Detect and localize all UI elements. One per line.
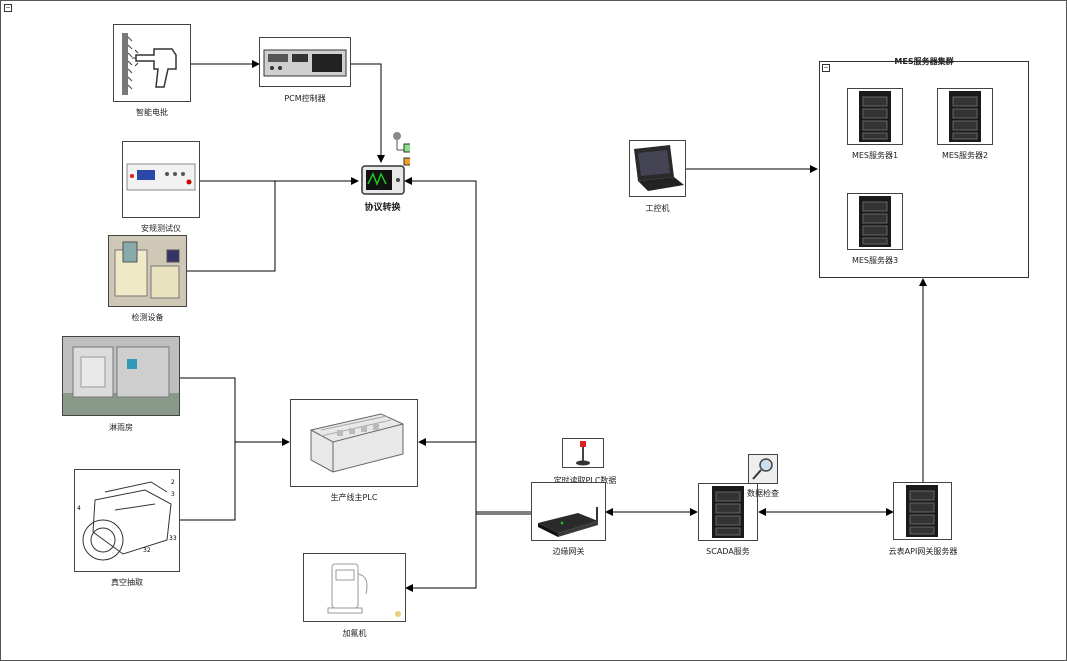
edge-rain-plc: [180, 377, 290, 446]
collapse-toggle[interactable]: −: [4, 4, 12, 12]
fluorine-node[interactable]: [303, 553, 406, 622]
pcm-node[interactable]: [259, 37, 351, 87]
plc-node[interactable]: [290, 399, 418, 487]
datacheck-label: 数据检查: [747, 489, 779, 498]
rain-label: 淋雨房: [109, 423, 133, 432]
svg-text:3: 3: [171, 491, 175, 498]
drill-node[interactable]: [113, 24, 191, 102]
svg-text:2: 2: [171, 479, 175, 486]
svg-text:33: 33: [169, 535, 177, 542]
edge-label: 边缘网关: [552, 547, 585, 556]
mes1-label: MES服务器1: [851, 151, 899, 160]
edge-detect-protocol: [187, 181, 276, 272]
vacuum-node[interactable]: 4 2 3 32 33: [74, 469, 180, 572]
mes3-node[interactable]: [847, 193, 903, 250]
indicator-green-icon: [403, 143, 414, 153]
scada-node[interactable]: [698, 483, 758, 541]
svg-text:4: 4: [77, 505, 81, 512]
datacheck-node[interactable]: [748, 454, 778, 484]
cloud-label: 云表API网关服务器: [888, 547, 958, 556]
drill-label: 智能电批: [136, 108, 168, 117]
edge-gateway-protocol: [404, 177, 531, 513]
rain-node[interactable]: [62, 336, 180, 416]
mes2-node[interactable]: [937, 88, 993, 145]
ipc-label: 工控机: [645, 204, 670, 213]
mes-group-label: MES服务器集群: [894, 57, 954, 66]
cloud-node[interactable]: [893, 482, 952, 540]
detect-node[interactable]: [108, 235, 187, 307]
edge-pcm-protocol: [351, 63, 385, 163]
mes3-label: MES服务器3: [851, 256, 899, 265]
mes1-node[interactable]: [847, 88, 903, 145]
protocol-label: 协议转换: [364, 203, 401, 213]
edge-vacuum-plc: [180, 442, 236, 521]
fluorine-label: 加氟机: [342, 629, 367, 638]
timer-node[interactable]: [562, 438, 604, 468]
safety-node[interactable]: [122, 141, 200, 218]
edge-gateway-fluorine: [405, 512, 477, 592]
vacuum-label: 真空抽取: [111, 578, 143, 587]
detect-label: 检测设备: [131, 313, 164, 322]
svg-text:32: 32: [143, 547, 151, 554]
safety-label: 安规测试仪: [141, 224, 181, 233]
pcm-label: PCM控制器: [284, 94, 326, 103]
mes-group-collapse-toggle[interactable]: −: [822, 64, 830, 72]
edge-node[interactable]: [531, 482, 606, 541]
ipc-node[interactable]: [629, 140, 686, 197]
indicator-orange-icon: [403, 157, 414, 166]
scada-label: SCADA服务: [706, 547, 750, 556]
protocol-node[interactable]: [360, 130, 414, 198]
plc-label: 生产线主PLC: [330, 493, 378, 502]
timer-label: 定时读取PLC数据: [553, 476, 617, 485]
mes2-label: MES服务器2: [941, 151, 989, 160]
